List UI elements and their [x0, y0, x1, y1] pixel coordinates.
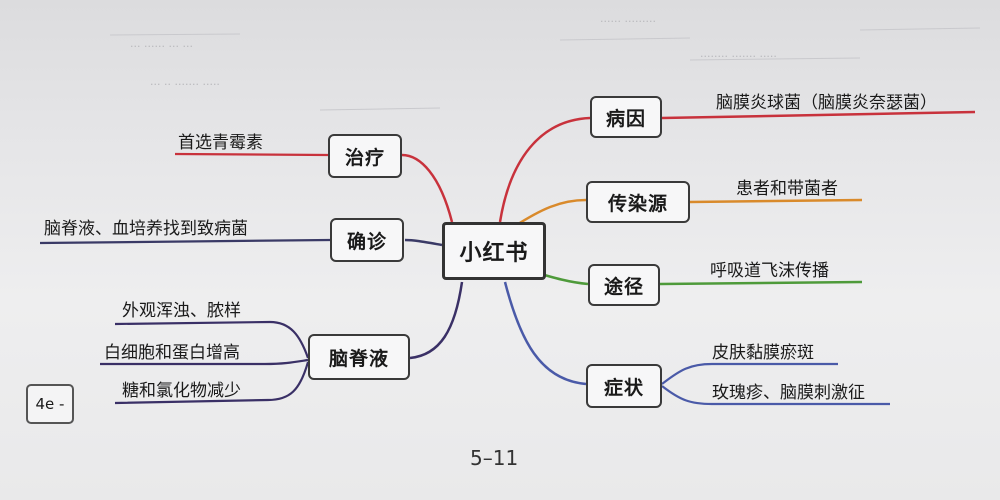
faint-background-text: ··· ······ ··· ··· [130, 40, 193, 53]
line-symptom [503, 281, 587, 386]
underline-csf-2 [100, 358, 309, 366]
underline-csf-1 [114, 320, 310, 359]
node-symptom: 症状 [586, 364, 662, 408]
line-treatment [401, 153, 454, 223]
node-diagnosis: 确诊 [330, 218, 404, 262]
leaf-diagnosis-1: 脑脊液、血培养找到致病菌 [44, 219, 248, 239]
line-csf [409, 281, 464, 360]
corner-tag: 4e - [26, 384, 74, 424]
line-source [514, 198, 587, 228]
underline-csf-3 [114, 361, 310, 405]
page-number: 5–11 [470, 446, 519, 470]
node-csf-label: 脑脊液 [328, 347, 389, 370]
faint-background-text: ······ ········· [600, 15, 656, 28]
leaf-csf-2: 白细胞和蛋白增高 [104, 343, 240, 363]
underline-source [689, 198, 863, 204]
line-cause [498, 116, 591, 223]
line-diagnosis [404, 238, 443, 247]
node-route: 途径 [588, 264, 660, 306]
underline-symptom-2 [661, 385, 890, 406]
underline-cause [661, 110, 976, 120]
leaf-symptom-1: 皮肤黏膜瘀斑 [712, 343, 814, 363]
leaf-treatment-1: 首选青霉素 [178, 133, 263, 153]
leaf-source-1: 患者和带菌者 [736, 179, 838, 199]
underline-treatment [174, 152, 329, 157]
node-diagnosis-label: 确诊 [346, 230, 387, 253]
leaf-csf-3: 糖和氯化物减少 [122, 381, 241, 401]
node-treatment-label: 治疗 [344, 146, 385, 169]
faint-background-text: ··· ·· ······· ····· [150, 78, 220, 91]
node-csf: 脑脊液 [308, 334, 410, 380]
node-cause-label: 病因 [605, 107, 646, 130]
center-node: 小红书 [442, 222, 546, 280]
node-treatment: 治疗 [328, 134, 402, 178]
leaf-route-1: 呼吸道飞沫传播 [710, 261, 829, 281]
node-cause: 病因 [590, 96, 662, 138]
leaf-cause-1: 脑膜炎球菌（脑膜炎奈瑟菌） [716, 93, 937, 113]
underline-symptom-1 [661, 362, 838, 385]
node-symptom-label: 症状 [603, 376, 644, 399]
leaf-csf-1: 外观浑浊、脓样 [122, 301, 241, 321]
underline-diagnosis [39, 238, 331, 245]
faint-background-text: ········ ······· ····· [700, 50, 777, 63]
leaf-symptom-2: 玫瑰疹、脑膜刺激征 [712, 383, 865, 403]
underline-route [659, 280, 863, 286]
center-label: 小红书 [459, 241, 529, 266]
background-faint-lines [109, 27, 981, 111]
node-route-label: 途径 [603, 275, 644, 298]
node-source-label: 传染源 [607, 192, 668, 215]
node-source: 传染源 [586, 181, 690, 223]
